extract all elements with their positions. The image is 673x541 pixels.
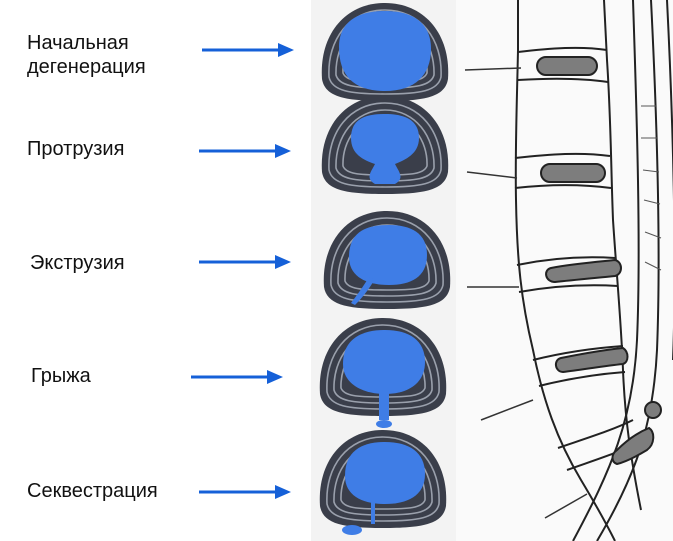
illustration-panel — [311, 0, 673, 541]
sequestered-fragment-icon — [342, 525, 362, 535]
arrow-right-icon — [199, 144, 291, 158]
disc-initial-degeneration-icon — [320, 2, 450, 102]
label-line: Экструзия — [30, 252, 125, 274]
spine-disc — [545, 258, 622, 284]
spine-disc — [536, 56, 598, 76]
label-hernia: Грыжа — [31, 364, 91, 388]
disc-hernia-icon — [318, 317, 448, 428]
arrow-right-icon — [199, 485, 291, 499]
spine-disc-bulge — [644, 401, 662, 419]
spine-discs — [536, 56, 662, 466]
disc-protrusion-icon — [320, 95, 450, 195]
label-protrusion: Протрузия — [27, 137, 124, 161]
leader-line — [480, 399, 534, 421]
tick-marks — [641, 105, 662, 271]
label-line: Протрузия — [27, 138, 125, 160]
disc-sequestration-icon — [318, 429, 448, 529]
arrow-right-icon — [202, 43, 294, 57]
label-line: дегенерация — [27, 56, 146, 78]
leader-line — [466, 171, 518, 179]
disc-extrusion-icon — [322, 210, 452, 310]
spine-disc — [555, 346, 629, 374]
spine-disc — [611, 426, 655, 466]
leader-line — [544, 493, 588, 519]
label-line: Грыжа — [31, 365, 91, 387]
label-extrusion: Экструзия — [30, 251, 125, 275]
label-line: Секвестрация — [27, 480, 158, 502]
label-initial-degeneration: Начальная дегенерация — [27, 31, 146, 79]
arrow-right-icon — [199, 255, 291, 269]
label-line: Начальная — [27, 32, 129, 54]
label-sequestration: Секвестрация — [27, 479, 158, 503]
spine-side-view-icon — [514, 0, 673, 541]
spine-disc — [540, 163, 606, 183]
leader-lines — [464, 67, 588, 519]
arrow-right-icon — [191, 370, 283, 384]
leader-line — [464, 67, 522, 71]
